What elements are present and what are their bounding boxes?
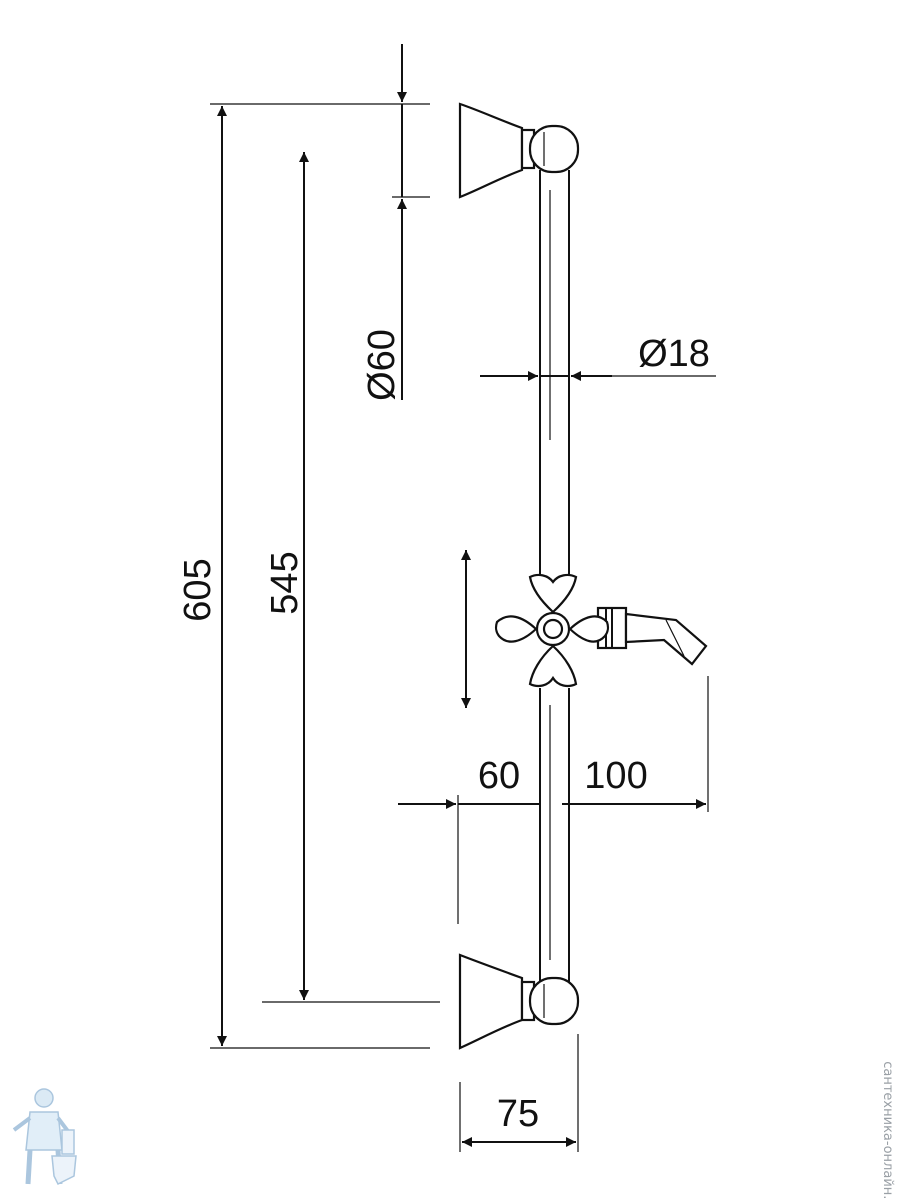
bottom-wall-bracket xyxy=(458,953,580,1050)
top-wall-bracket xyxy=(458,102,580,199)
dimension-label-545: 545 xyxy=(264,551,306,614)
dimension-slider-offset: 60 xyxy=(398,755,540,924)
dimension-wall-projection: 75 xyxy=(459,1034,579,1152)
shower-rail xyxy=(539,170,570,985)
dimension-rail-diameter: Ø18 xyxy=(480,333,716,381)
dimension-holder-reach: 100 xyxy=(562,676,709,812)
dimension-label-100: 100 xyxy=(584,755,647,797)
watermark-text: сантехника-онлайн.рф xyxy=(880,1061,895,1200)
dimension-bracket-diameter: Ø60 xyxy=(361,44,430,401)
dimension-label-diameter-18: Ø18 xyxy=(638,333,710,375)
dimension-label-75: 75 xyxy=(497,1093,539,1135)
plumber-with-toilet-icon xyxy=(12,1088,77,1186)
dimension-label-605: 605 xyxy=(177,558,219,621)
dimension-mount-spacing: 545 xyxy=(262,152,440,1003)
slider-knob xyxy=(494,573,708,688)
dimension-label-diameter-60: Ø60 xyxy=(361,329,403,401)
dimension-label-60: 60 xyxy=(478,755,520,797)
dimension-overall-height: 605 xyxy=(177,103,430,1049)
